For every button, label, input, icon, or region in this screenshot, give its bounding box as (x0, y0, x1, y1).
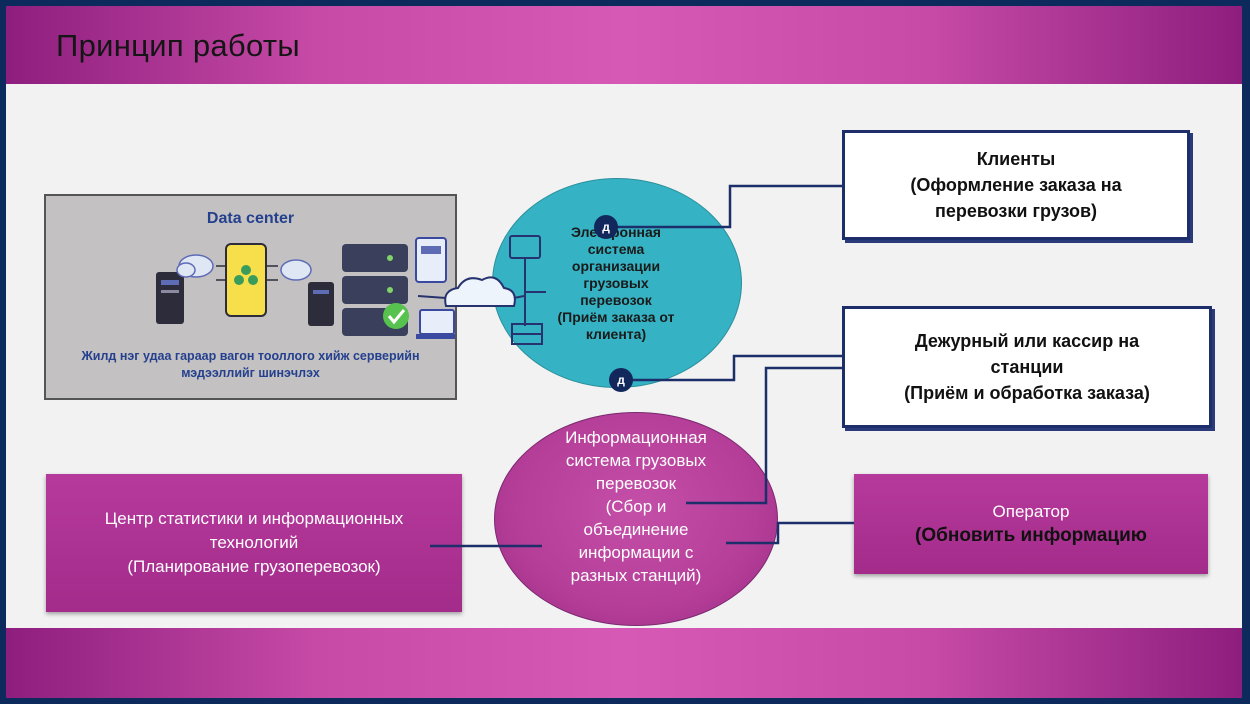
info-system-line: перевозок (595, 474, 677, 493)
stats-box-line: (Планирование грузоперевозок) (127, 557, 381, 576)
monitor-icon (415, 237, 447, 283)
info-system-line: система грузовых (565, 451, 707, 470)
info-system-line: (Сбор и (605, 497, 667, 516)
cashier-box-line: (Приём и обработка заказа) (904, 383, 1150, 403)
operator-box-action: (Обновить информацию (915, 525, 1147, 546)
electronic-system-line: клиента) (585, 326, 647, 342)
clients-box: Клиенты (Оформление заказа на перевозки … (842, 130, 1190, 240)
info-system-line: Информационная (565, 428, 707, 447)
footer-band (6, 628, 1242, 698)
check-icon (383, 303, 409, 329)
data-center-caption: Жилд нэг удаа гараар вагон тооллого хийж… (81, 349, 420, 380)
electronic-system-line: система (587, 241, 645, 257)
cashier-box-line: станции (990, 357, 1064, 377)
server-tower-icon (308, 282, 334, 326)
badge-top: д (594, 215, 618, 239)
stats-box-line: Центр статистики и информационных (104, 509, 404, 528)
page-title: Принцип работы (56, 28, 300, 63)
clients-box-line: (Оформление заказа на (910, 175, 1122, 195)
stats-box-line: технологий (209, 533, 299, 552)
data-center-illustration (156, 237, 455, 339)
data-center-title: Data center (206, 210, 295, 227)
info-system-line: разных станций) (570, 566, 702, 585)
header-band (6, 6, 1242, 84)
cashier-box: Дежурный или кассир на станции (Приём и … (842, 306, 1212, 428)
clients-box-line: перевозки грузов) (934, 201, 1098, 221)
badge-bottom: д (609, 368, 633, 392)
laptop-icon (416, 309, 455, 339)
clients-box-line: Клиенты (976, 149, 1056, 169)
info-system-line: информации с (578, 543, 694, 562)
data-center-panel: Data center Жилд нэг удаа гараар вагон т… (44, 194, 457, 400)
electronic-system-line: (Приём заказа от (557, 309, 675, 325)
cashier-box-line: Дежурный или кассир на (914, 331, 1140, 351)
electronic-system-label: Электронная система организации грузовых… (546, 224, 686, 343)
operator-box-title: Оператор (992, 502, 1070, 521)
chip-icon (216, 243, 278, 317)
info-system-label: Информационная система грузовых перевозо… (526, 426, 746, 587)
electronic-system-line: грузовых (583, 275, 649, 291)
electronic-system-line: организации (571, 258, 661, 274)
cloud-icon (176, 254, 214, 278)
operator-box: Оператор (Обновить информацию (854, 474, 1208, 574)
electronic-system-line: перевозок (580, 292, 652, 308)
server-tower-icon (156, 272, 184, 324)
info-system-line: объединение (583, 520, 689, 539)
cloud-icon (280, 259, 312, 281)
slide: Принцип работы (6, 6, 1242, 698)
stats-center-box: Центр статистики и информационных технол… (46, 474, 462, 612)
